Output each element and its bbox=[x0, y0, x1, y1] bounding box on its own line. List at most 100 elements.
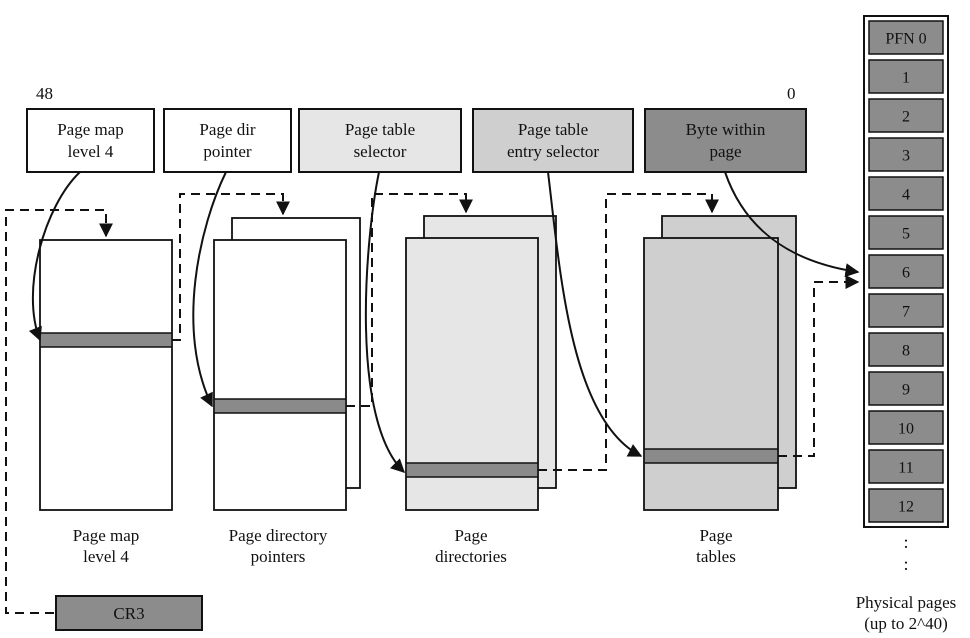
page-frame-box bbox=[868, 488, 944, 523]
field-page-table-entry-selector: Page table entry selector bbox=[472, 108, 634, 173]
table-entry bbox=[407, 463, 537, 477]
pd-entry-pointer bbox=[538, 193, 719, 471]
page-frame-box bbox=[868, 371, 944, 406]
ellipsis-1: : bbox=[903, 532, 908, 552]
page-frame: 8 bbox=[868, 332, 944, 367]
page-frame-label: 6 bbox=[902, 265, 910, 282]
bit-label-48: 48 bbox=[36, 84, 53, 103]
field-label-line-2: page bbox=[709, 142, 741, 161]
field-box bbox=[26, 108, 155, 173]
page-frame-label: 8 bbox=[902, 343, 910, 360]
page-frame: 7 bbox=[868, 293, 944, 328]
page-frame: 6 bbox=[868, 254, 944, 289]
pml4-index-arrow bbox=[28, 171, 81, 342]
caption-pt-line-2: tables bbox=[696, 547, 736, 566]
field-label-line-2: pointer bbox=[203, 142, 251, 161]
caption-pd-line-1: Page bbox=[454, 526, 487, 545]
page-frame: 2 bbox=[868, 98, 944, 133]
page-frame-label: PFN 0 bbox=[885, 31, 926, 48]
ellipsis-2: : bbox=[903, 554, 908, 574]
field-box bbox=[472, 108, 634, 173]
bit-label-0: 0 bbox=[787, 84, 796, 103]
field-label-line-1: Page table bbox=[345, 120, 415, 139]
table-body bbox=[39, 239, 173, 511]
field-page-map-level-4: Page map level 4 bbox=[26, 108, 155, 173]
page-frame: 9 bbox=[868, 371, 944, 406]
byte-offset-arrow bbox=[724, 171, 860, 278]
field-label-line-2: selector bbox=[354, 142, 407, 161]
page-frame-box bbox=[868, 215, 944, 250]
field-page-table-selector: Page table selector bbox=[298, 108, 462, 173]
page-frame-label: 2 bbox=[902, 109, 910, 126]
page-frame-label: 1 bbox=[902, 70, 910, 87]
page-frame-box bbox=[868, 410, 944, 445]
field-label-line-1: Page table bbox=[518, 120, 588, 139]
pt-index-arrow bbox=[547, 171, 643, 457]
page-frame-box bbox=[868, 137, 944, 172]
page-frame: 4 bbox=[868, 176, 944, 211]
cr3-base-pointer bbox=[5, 209, 113, 614]
table-body bbox=[643, 237, 779, 511]
page-frame: 11 bbox=[868, 449, 944, 484]
page-frame-label: 11 bbox=[898, 460, 913, 477]
page-frame-label: 7 bbox=[902, 304, 910, 321]
page-frame-box bbox=[868, 59, 944, 94]
caption-page-map-line-1: Page map bbox=[73, 526, 140, 545]
table-page-tables bbox=[643, 215, 797, 511]
pt-entry-pointer bbox=[778, 275, 860, 457]
pdp-entry-pointer bbox=[346, 193, 473, 407]
physical-pages-label-line-1: Physical pages bbox=[856, 593, 957, 612]
pd-index-arrow bbox=[364, 171, 406, 473]
table-body bbox=[213, 239, 347, 511]
field-label-line-1: Page dir bbox=[199, 120, 256, 139]
page-frame-box bbox=[868, 449, 944, 484]
caption-pt-line-1: Page bbox=[699, 526, 732, 545]
table-page-map-level-4 bbox=[39, 239, 173, 511]
caption-pdp-line-1: Page directory bbox=[229, 526, 328, 545]
caption-page-map-line-2: level 4 bbox=[83, 547, 129, 566]
pdp-index-arrow bbox=[192, 171, 227, 408]
page-frame-box bbox=[868, 176, 944, 211]
table-entry bbox=[645, 449, 777, 463]
cr3-label: CR3 bbox=[113, 604, 144, 623]
field-box bbox=[163, 108, 292, 173]
field-box bbox=[644, 108, 807, 173]
page-frame: 10 bbox=[868, 410, 944, 445]
page-frame: 12 bbox=[868, 488, 944, 523]
cr3-register: CR3 bbox=[55, 595, 203, 631]
table-entry bbox=[41, 333, 171, 347]
page-frame-box bbox=[868, 20, 944, 55]
table-entry bbox=[215, 399, 345, 413]
page-frame-label: 10 bbox=[898, 421, 914, 438]
pfn-column-border bbox=[863, 15, 949, 528]
field-label-line-2: entry selector bbox=[507, 142, 599, 161]
table-page-directories bbox=[405, 215, 557, 511]
page-frame-box bbox=[868, 254, 944, 289]
virtual-address: Page map level 4 Page dir pointer Page t… bbox=[26, 108, 807, 173]
page-frame-box bbox=[868, 332, 944, 367]
pml4-entry-pointer bbox=[172, 193, 290, 341]
cr3-box bbox=[55, 595, 203, 631]
page-frame-label: 3 bbox=[902, 148, 910, 165]
page-frame-label: 4 bbox=[902, 187, 910, 204]
page-frame-box bbox=[868, 98, 944, 133]
field-page-dir-pointer: Page dir pointer bbox=[163, 108, 292, 173]
caption-pdp-line-2: pointers bbox=[251, 547, 306, 566]
physical-pages-label-line-2: (up to 2^40) bbox=[864, 614, 948, 633]
field-label-line-1: Byte within bbox=[686, 120, 766, 139]
page-frame-label: 12 bbox=[898, 499, 914, 516]
caption-pd-line-2: directories bbox=[435, 547, 507, 566]
field-box bbox=[298, 108, 462, 173]
page-frame: 1 bbox=[868, 59, 944, 94]
page-frame: 5 bbox=[868, 215, 944, 250]
field-label-line-2: level 4 bbox=[68, 142, 114, 161]
table-page-directory-pointers bbox=[213, 217, 361, 511]
page-frame: 3 bbox=[868, 137, 944, 172]
page-frame-label: 5 bbox=[902, 226, 910, 243]
field-label-line-1: Page map bbox=[57, 120, 124, 139]
field-byte-within-page: Byte within page bbox=[644, 108, 807, 173]
page-frame-label: 9 bbox=[902, 382, 910, 399]
page-frame-box bbox=[868, 293, 944, 328]
